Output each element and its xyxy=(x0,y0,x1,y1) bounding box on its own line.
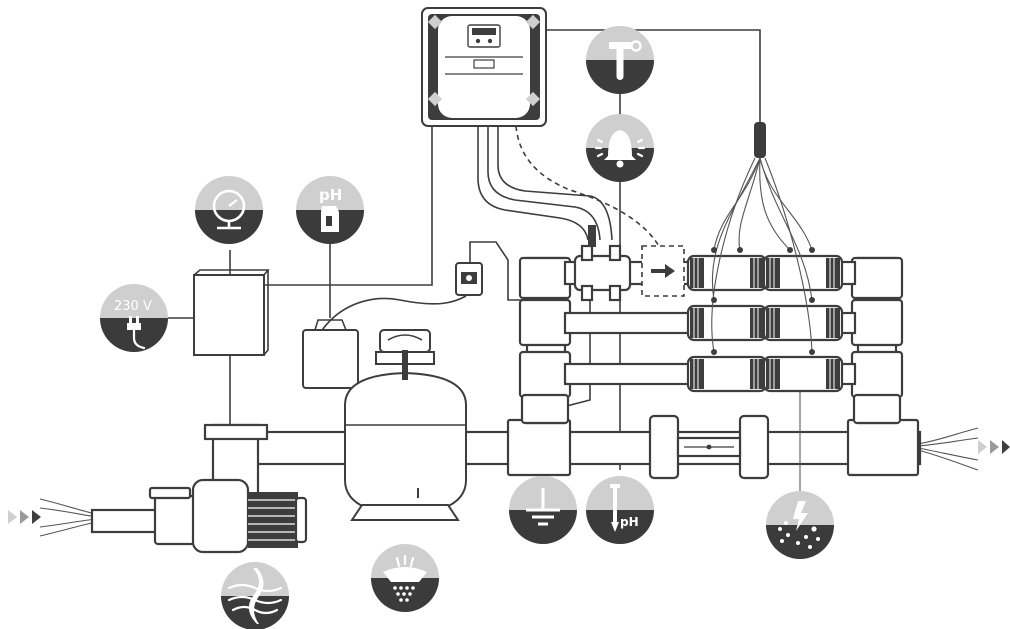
pressure-gauge-icon xyxy=(195,176,263,244)
sand-filter xyxy=(344,329,467,521)
ph-reducer-tank xyxy=(302,319,359,389)
outlet-flow-arrows xyxy=(917,427,1010,471)
ground-earth-icon xyxy=(509,476,577,544)
dosing-injector xyxy=(455,262,483,296)
pump xyxy=(90,478,308,554)
ph-tank-label: pH xyxy=(319,186,342,204)
electrolysis-cells xyxy=(686,122,844,495)
ph-probe-icon: pH xyxy=(586,476,654,544)
alarm-bell-icon xyxy=(586,114,654,182)
electrolysis-cell-icon xyxy=(766,491,834,559)
flow-arrow-icon xyxy=(651,264,675,278)
power-voltage-label: 230 V xyxy=(114,299,152,314)
inlet-flow-arrows xyxy=(8,498,97,537)
power-control-box xyxy=(193,269,270,356)
filter-sand-icon xyxy=(371,544,439,612)
temperature-icon xyxy=(586,26,654,94)
main-pipe xyxy=(203,329,922,521)
power-plug-icon: 230 V xyxy=(100,284,168,352)
pump-propeller-icon xyxy=(221,562,289,629)
ph-reducer-tank-icon: pH xyxy=(296,176,364,244)
ph-probe-label: pH xyxy=(620,515,639,529)
controller-unit xyxy=(421,7,547,127)
